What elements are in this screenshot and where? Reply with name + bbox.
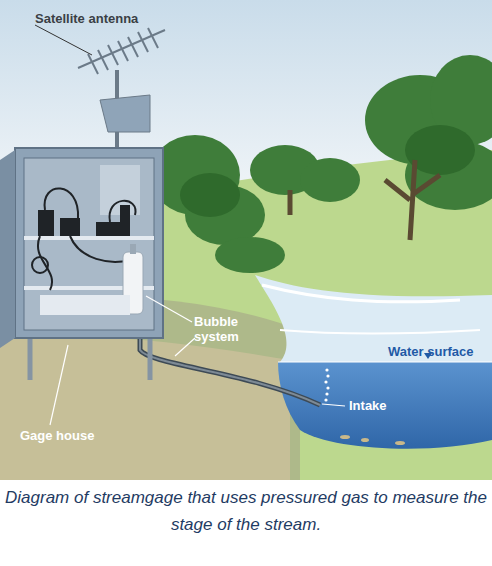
house-leg [148,335,153,380]
equipment [38,205,130,236]
antenna-symbol [78,28,165,74]
tree-trunks [290,160,440,240]
stream-pool [278,362,492,449]
shelf [24,236,154,240]
stream-surface [255,275,492,362]
bubbles [324,368,329,401]
cylinder-valve [130,244,136,254]
sky [0,0,492,480]
cables [32,188,135,290]
house-interior [24,158,154,330]
bubbler [40,295,130,315]
water-surface-label: Water surface [388,344,488,359]
bubble-system-label: Bubble system [194,314,254,344]
streamgage-illustration [0,0,492,480]
water-line [278,362,492,363]
intake-label: Intake [349,398,409,413]
house-leg [28,335,33,380]
ripple [280,330,480,334]
leader-lines [50,296,345,425]
gage-house-label: Gage house [20,428,120,443]
leader-line [35,25,92,55]
ripple [262,285,460,302]
figure-caption: Diagram of streamgage that uses pressure… [0,484,492,538]
ground-bank [0,337,290,480]
pebbles [340,435,405,445]
hill [0,150,492,480]
gas-tube [140,338,320,405]
solar-panel [100,95,150,132]
open-door [0,150,15,348]
tree-shade [180,125,475,217]
gas-tube-highlight [140,338,320,405]
antenna-label: Satellite antenna [35,11,175,26]
gage-house [15,148,163,338]
